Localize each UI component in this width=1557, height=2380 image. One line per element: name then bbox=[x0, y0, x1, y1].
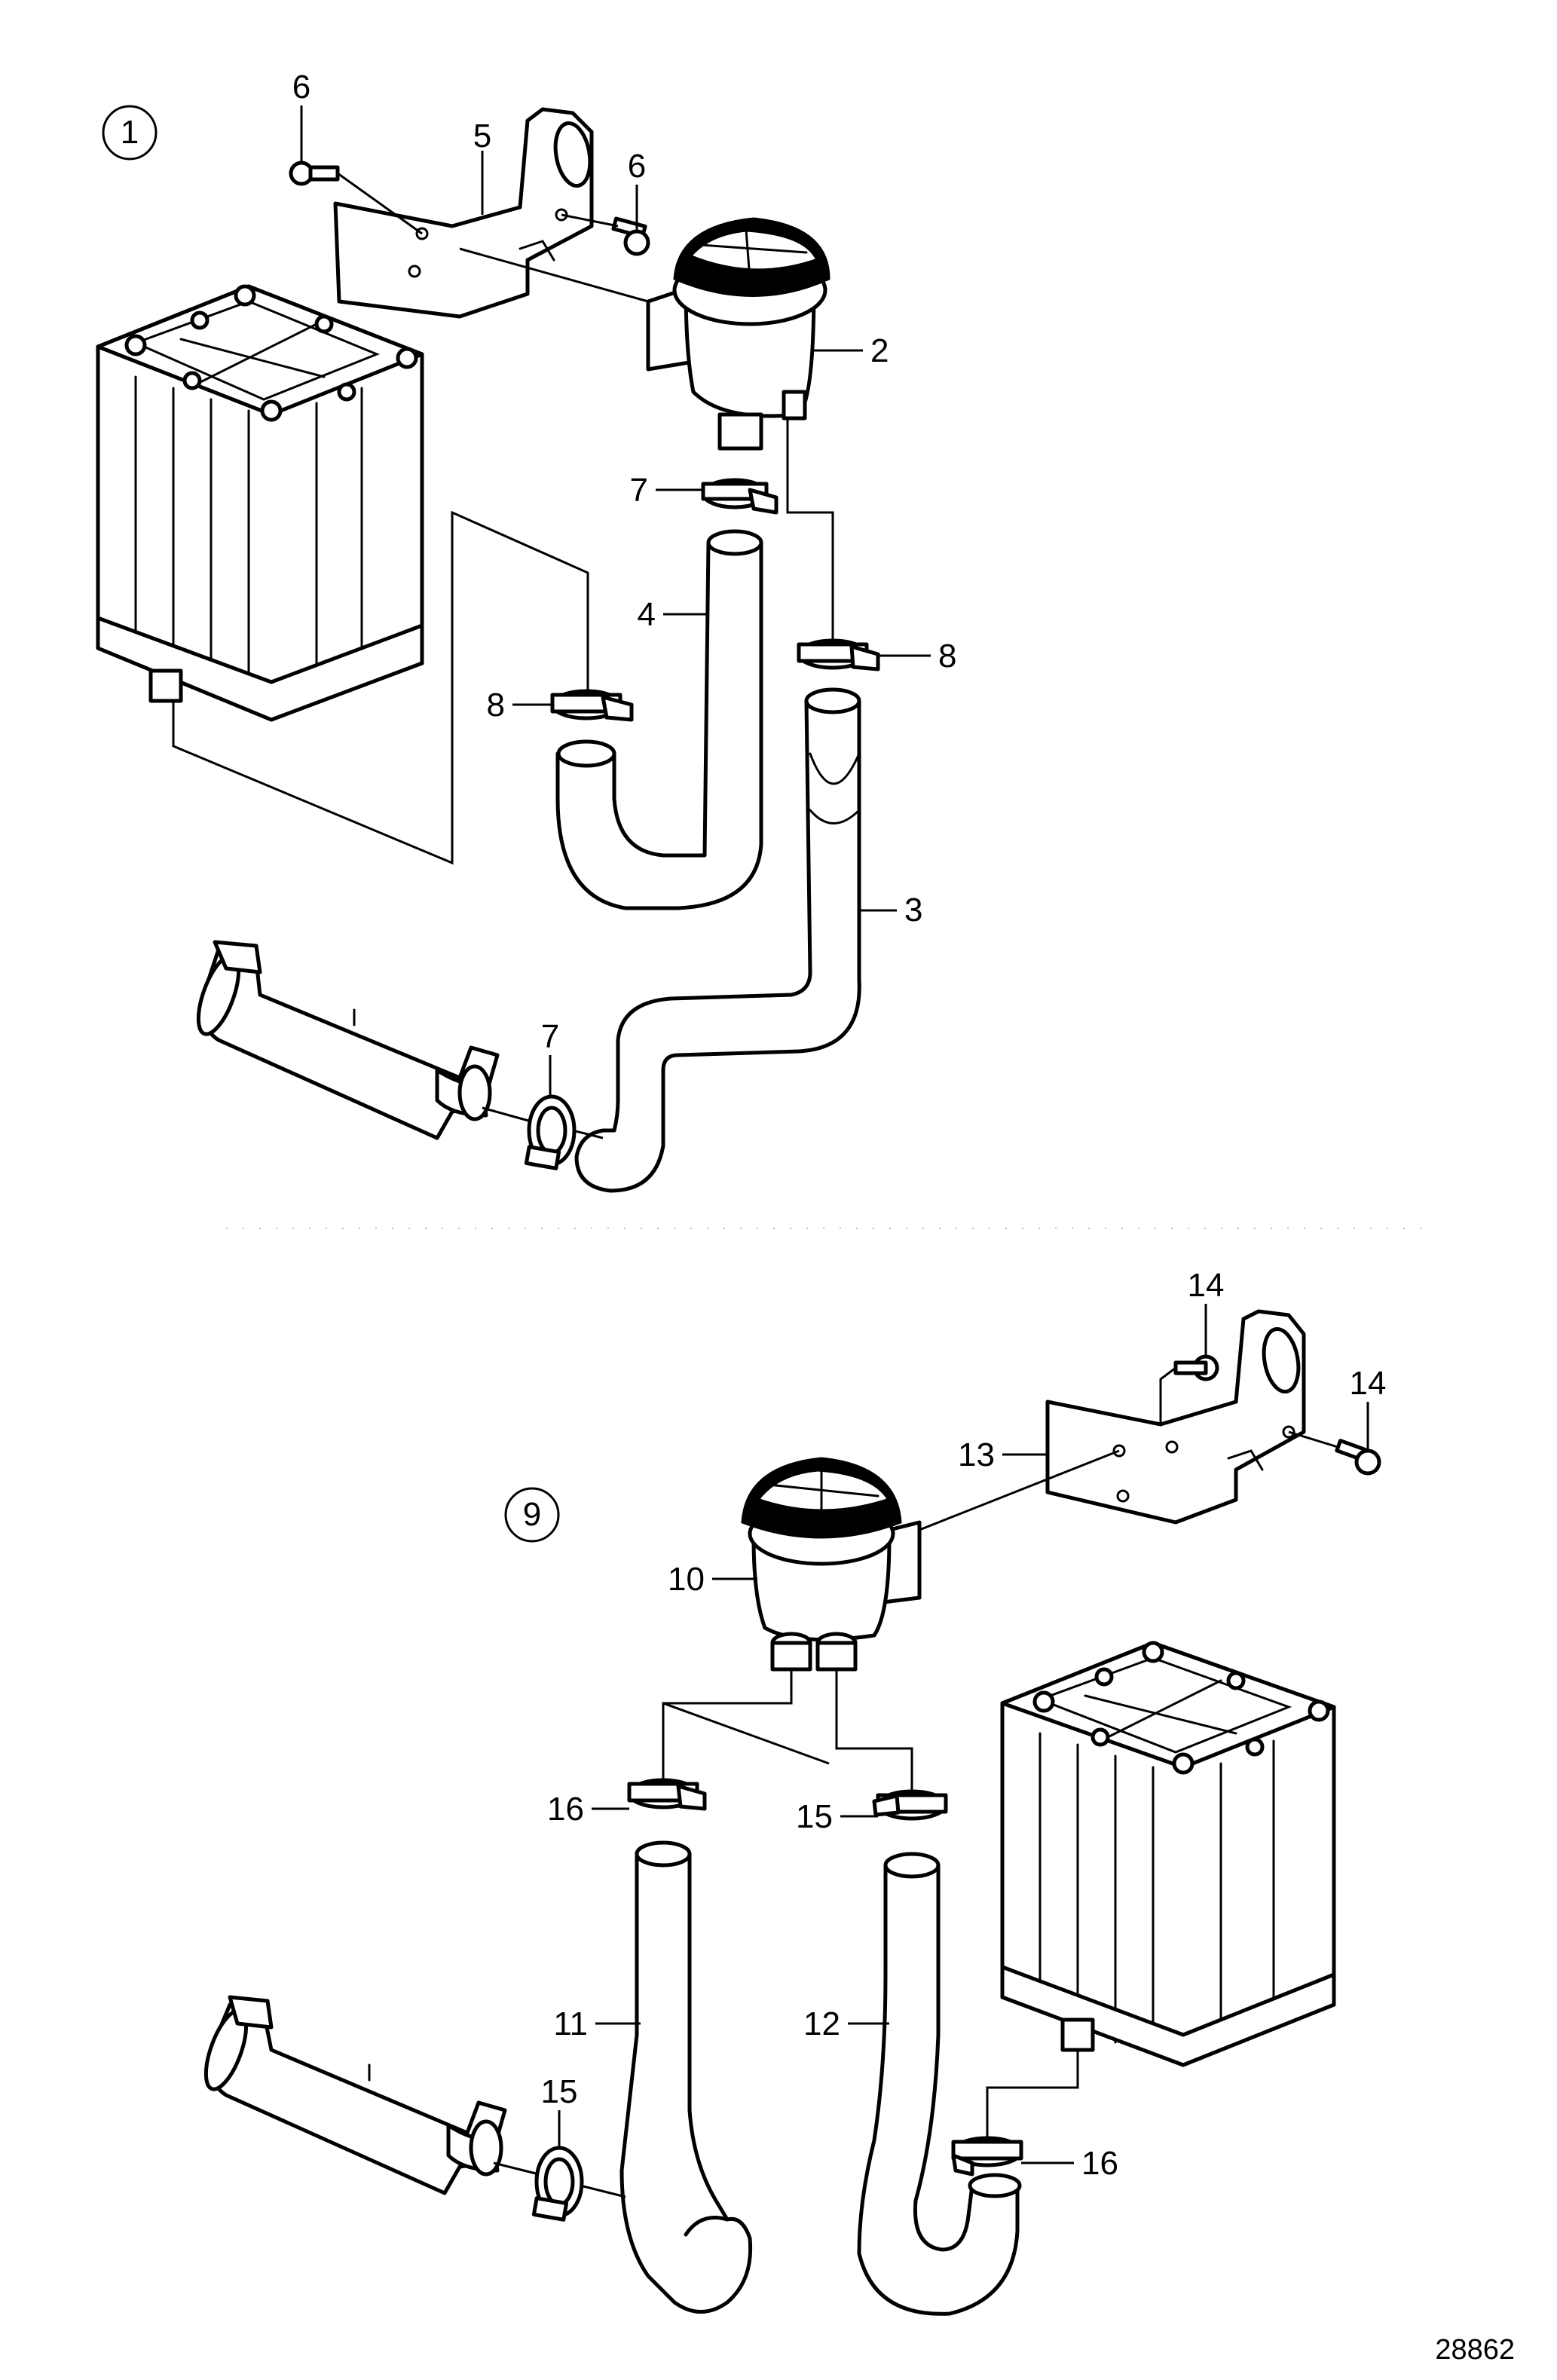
bracket-lower bbox=[1045, 1309, 1306, 1525]
callout-5: 5 bbox=[473, 118, 491, 154]
group-marker-1-label: 1 bbox=[121, 114, 139, 151]
callout-13: 13 bbox=[958, 1436, 995, 1473]
hose-lower-12 bbox=[857, 1852, 1022, 2316]
callout-11: 11 bbox=[553, 2005, 588, 2042]
bolt-upper-left bbox=[289, 161, 423, 235]
callout-7-a: 7 bbox=[630, 472, 648, 509]
callout-7-b: 7 bbox=[541, 1018, 559, 1055]
clamp-lower-16-bottom bbox=[951, 2136, 1023, 2177]
bracket-upper bbox=[333, 107, 594, 319]
callout-lines-upper bbox=[300, 106, 931, 1097]
callout-16-a: 16 bbox=[547, 1791, 584, 1828]
illustration-id: 28862 bbox=[1435, 2334, 1515, 2366]
group-marker-9-label: 9 bbox=[523, 1496, 541, 1533]
hose-upper-4 bbox=[555, 529, 763, 910]
bolt-upper-right bbox=[561, 213, 650, 256]
callout-8-a: 8 bbox=[487, 687, 505, 723]
group-marker-9: 9 bbox=[504, 1487, 560, 1543]
bolt-lower-right bbox=[1288, 1430, 1381, 1476]
callout-10: 10 bbox=[668, 1561, 705, 1598]
cooler-lower bbox=[1000, 1641, 1336, 2067]
pipe-lower bbox=[203, 1995, 555, 2195]
pipe-upper bbox=[196, 940, 551, 1140]
callout-15-a: 15 bbox=[796, 1798, 833, 1835]
callout-12: 12 bbox=[803, 2005, 840, 2042]
callout-14-a: 14 bbox=[1188, 1267, 1225, 1304]
callout-labels-lower: 14 14 13 10 16 15 11 12 15 16 bbox=[541, 1267, 1387, 2182]
callout-4: 4 bbox=[638, 596, 656, 633]
callout-15-b: 15 bbox=[541, 2073, 578, 2110]
callout-3: 3 bbox=[904, 892, 922, 928]
group-marker-1: 1 bbox=[102, 105, 158, 161]
clamp-lower-15-bottom bbox=[531, 2146, 626, 2222]
clamp-upper-7-lower bbox=[524, 1094, 604, 1170]
callout-14-b: 14 bbox=[1350, 1365, 1387, 1402]
callout-16-b: 16 bbox=[1081, 2145, 1118, 2182]
callout-8-b: 8 bbox=[938, 638, 956, 675]
callout-6-b: 6 bbox=[628, 148, 646, 185]
clamp-upper-8-right bbox=[797, 638, 880, 671]
clamp-lower-16-top bbox=[627, 1778, 707, 1811]
group-9-assembly: 9 bbox=[203, 1309, 1381, 2316]
callout-2: 2 bbox=[870, 332, 889, 369]
callout-labels-upper: 6 6 5 2 7 4 8 8 3 7 bbox=[292, 69, 957, 1055]
clamp-upper-7 bbox=[701, 478, 778, 515]
callout-lines-lower bbox=[558, 1304, 1369, 2164]
callout-6-a: 6 bbox=[292, 69, 310, 106]
group-1-assembly: 1 bbox=[96, 105, 880, 1193]
cooler-upper bbox=[96, 284, 424, 722]
clamp-lower-15-top bbox=[872, 1789, 948, 1821]
reservoir-upper bbox=[646, 217, 831, 451]
clamp-upper-8-left bbox=[550, 689, 634, 722]
hose-lower-11 bbox=[619, 1840, 753, 2314]
hose-upper-3 bbox=[574, 687, 861, 1193]
reservoir-lower bbox=[741, 1457, 922, 1672]
